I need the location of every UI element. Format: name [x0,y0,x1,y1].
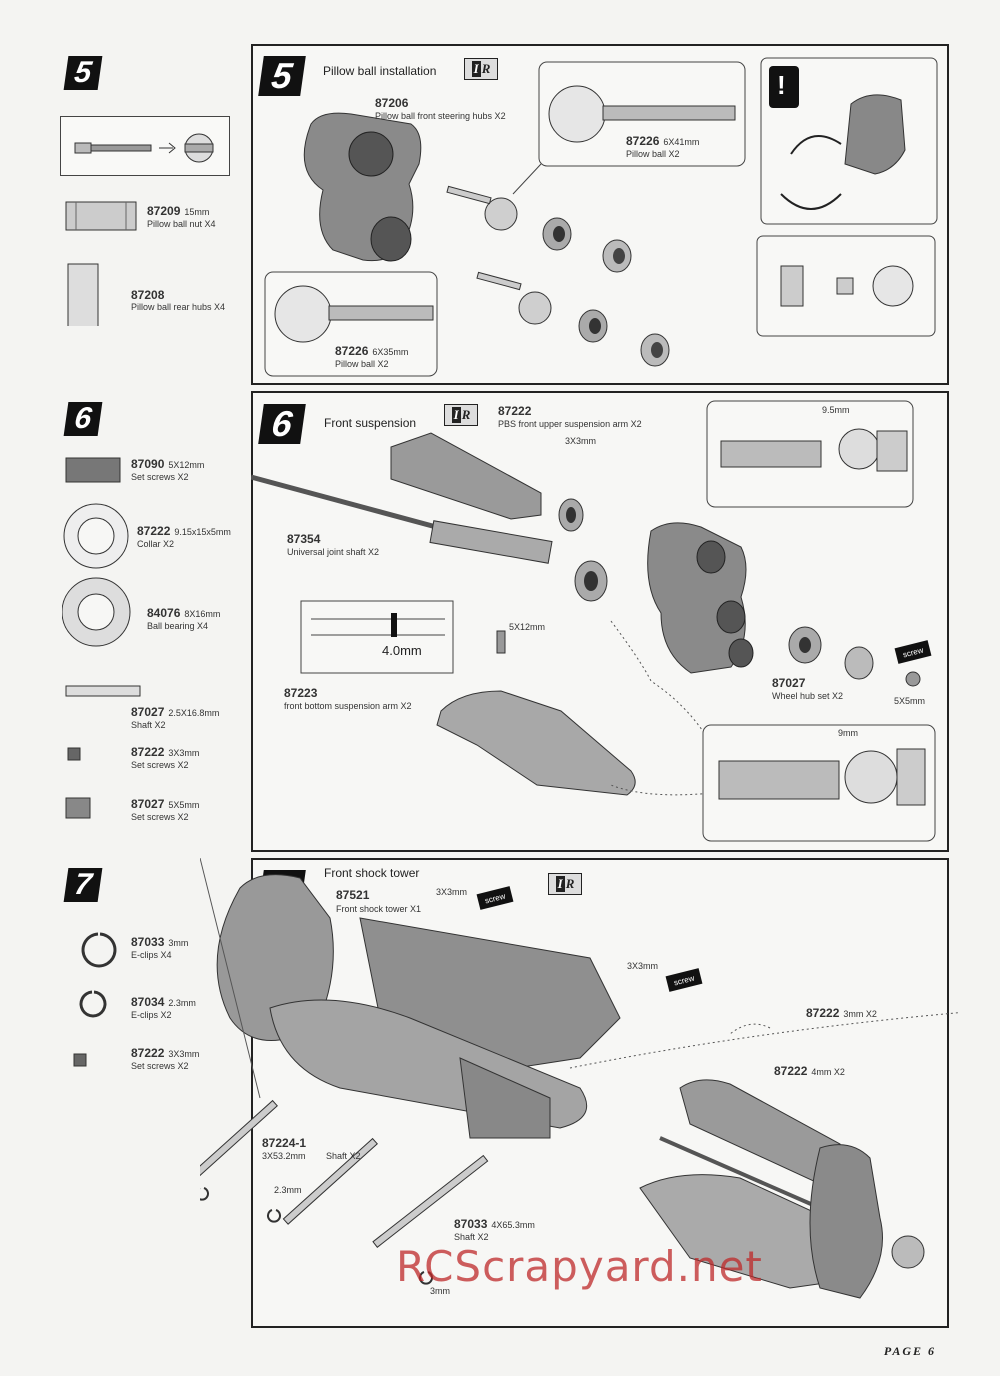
dim-3x3: 3X3mm [565,436,597,446]
part-87222-s7-desc: Set screws X2 [131,1061,189,1071]
part-87206-desc: Pillow ball front steering hubs X2 [375,111,506,121]
part-87027-shaft-desc: Shaft X2 [131,720,166,730]
part-87033-shaft-desc: Shaft X2 [454,1232,489,1242]
dim-9-5mm: 9.5mm [822,405,850,415]
part-87033-clip-desc: E-clips X4 [131,950,172,960]
dim-3x3-b: 3X3mm [627,961,659,971]
part-87208-desc: Pillow ball rear hubs X4 [131,302,226,312]
step-number-6: 6 [63,402,103,436]
part-87027-hub: 87027 [772,676,806,690]
part-87223-desc: front bottom suspension arm X2 [284,701,412,711]
part-87224-1: 87224-1 [262,1136,307,1150]
part-87224-1-desc: Shaft X2 [326,1151,361,1161]
step7-drawing [200,858,960,1299]
part-87222-setscrew-desc: Set screws X2 [131,760,189,770]
dim-5x5: 5X5mm [894,696,926,706]
part-87521: 87521 [336,888,370,902]
part-87209-desc: Pillow ball nut X4 [147,219,216,229]
part-87222-collar-desc: Collar X2 [137,539,175,549]
step7-title: Front shock tower [324,866,420,880]
page-number: PAGE 6 [883,1344,936,1358]
part-87027-hub-desc: Wheel hub set X2 [772,691,844,701]
step5-title: Pillow ball installation [323,64,437,78]
dim-3mm: 3mm [430,1286,450,1296]
part-87226-35-desc: Pillow ball X2 [335,359,389,369]
watermark: RCScrapyard.net [396,1242,763,1291]
part-87034-desc: E-clips X2 [131,1010,172,1020]
part-87090-desc: Set screws X2 [131,472,189,482]
part-84076-desc: Ball bearing X4 [147,621,209,631]
step-number-5: 5 [63,56,103,90]
sidebar-part-icons-7 [73,932,117,1067]
part-87222-upper-arm-desc: PBS front upper suspension arm X2 [498,419,642,429]
warning-icon: ! [777,70,786,100]
part-87208: 87208 [131,288,165,302]
step6-title: Front suspension [324,416,417,430]
sidebar-screw-diagram [60,116,230,176]
dim-4mm: 4.0mm [382,643,422,658]
dim-3x3-a: 3X3mm [436,887,468,897]
dim-2-3mm: 2.3mm [274,1185,302,1195]
dim-5x12: 5X12mm [509,622,546,632]
step-number-7: 7 [63,868,103,902]
part-87206: 87206 [375,96,409,110]
part-87027-setscrew-desc: Set screws X2 [131,812,189,822]
part-87222-upper-arm: 87222 [498,404,532,418]
step6-drawing [251,400,936,842]
part-87224-1-dim: 3X53.2mm [262,1151,306,1161]
part-87521-desc: Front shock tower X1 [336,904,422,914]
part-87226-41-desc: Pillow ball X2 [626,149,680,159]
part-87223: 87223 [284,686,318,700]
sidebar-part-icons-6 [62,457,141,819]
step5-drawing [264,57,938,377]
part-87354: 87354 [287,532,321,546]
part-87354-desc: Universal joint shaft X2 [287,547,380,557]
sidebar-part-icons-5 [65,201,137,326]
dim-9mm: 9mm [838,728,858,738]
